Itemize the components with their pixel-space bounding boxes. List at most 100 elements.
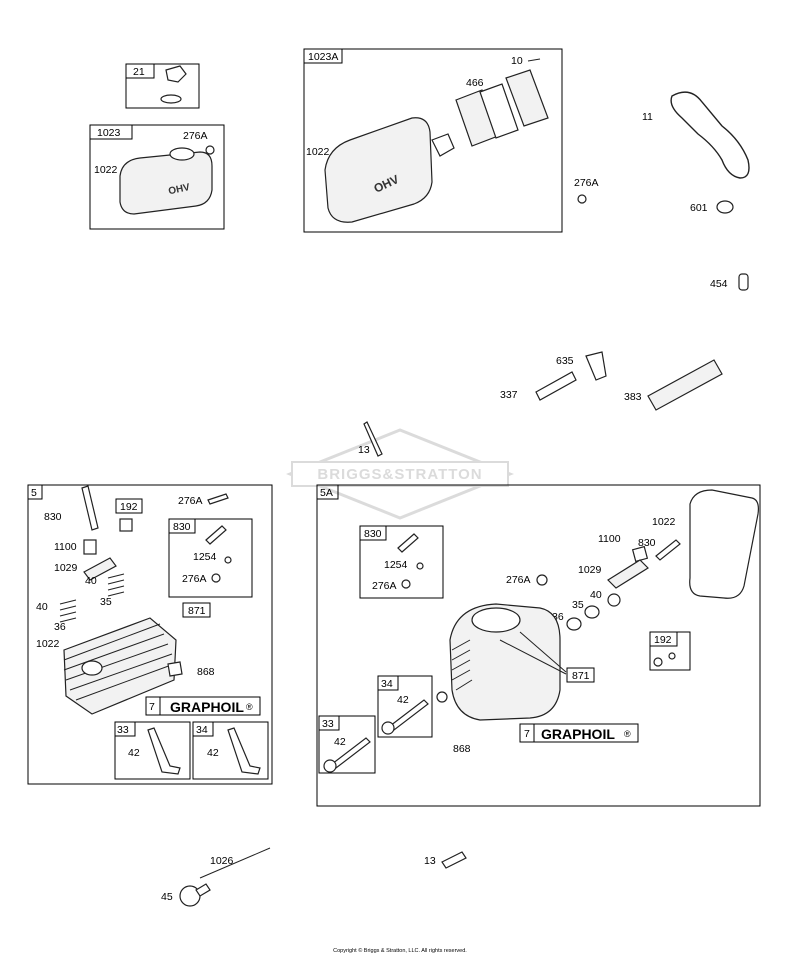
label-1022-c: 1022 [36,638,60,650]
valve-cover-gasket-part [689,489,759,599]
callout-box-1023a: 1023A 10 466 1022 OHV [303,48,563,233]
label-10: 10 [511,55,523,67]
valve-cover-part [119,151,213,215]
label-40-a: 40 [85,575,97,587]
registered-mark-a: ® [246,702,253,712]
label-1029-a: 1029 [54,562,78,574]
callout-1023: 1023 [97,127,121,139]
callout-1023a: 1023A [308,51,338,63]
label-1100-b: 1100 [598,533,621,545]
nut-276a-part [205,145,215,155]
gasket-868-a-part [167,661,183,677]
callout-33-b: 33 [322,718,334,730]
pin-454-part [738,273,749,291]
cap-gasket-part [160,94,182,104]
label-40-c: 40 [590,589,602,601]
cylinder-head-b-part [449,603,561,721]
label-830-b: 830 [638,537,656,549]
brand-watermark: BRIGGS&STRATTON [285,428,515,520]
guide-plate-part [83,539,97,555]
callout-34-b: 34 [381,678,393,690]
cylinder-head-part [63,617,177,715]
callout-830-b: 830 [364,528,382,540]
valve-34-a-part [227,727,261,775]
label-1100-a: 1100 [54,541,77,553]
breather-gasket-466-part [479,83,519,139]
oil-fill-cap-part [165,65,187,83]
label-276a-3: 276A [178,495,203,507]
label-13-a: 13 [358,444,370,456]
label-276a-2: 276A [574,177,599,189]
valve-33-a-part [147,727,181,775]
callout-192-a: 192 [120,501,138,513]
label-383: 383 [624,391,642,403]
callout-box-1023: 1023 1022 276A OHV [89,124,225,230]
callout-box-5a: 5A 830 1254 276A 1022 1100 830 1029 276A… [316,484,761,807]
callout-830-a: 830 [173,521,191,533]
callout-21: 21 [133,66,145,78]
graphoil-a: GRAPHOIL [170,699,244,715]
breather-cover-part [505,69,549,127]
ohv-valve-cover-part [324,117,433,223]
label-337: 337 [500,389,518,401]
label-1022-d: 1022 [652,516,676,528]
label-1254-a: 1254 [193,551,217,563]
label-276a-4: 276A [182,573,207,585]
valve-spring-b-part [59,599,77,623]
label-601: 601 [690,202,708,214]
label-36-b: 36 [552,611,564,623]
breather-bracket-part [431,133,455,157]
callout-33-a: 33 [117,724,129,736]
graphoil-b: GRAPHOIL [541,726,615,742]
label-1254-b: 1254 [384,559,408,571]
part-192-a [119,518,133,532]
label-45: 45 [161,891,173,903]
label-13-b: 13 [424,855,436,867]
watermark-text: BRIGGS&STRATTON [317,466,482,483]
nut-276a-2-part [577,194,587,204]
valve-spring-a-part [107,573,125,597]
label-36-a: 36 [54,621,66,633]
bolt-13-b-part [441,851,467,869]
cover-logo: OHV [167,182,191,197]
callout-7-b: 7 [524,728,530,740]
callout-5a: 5A [320,487,333,499]
callout-7-a: 7 [149,701,155,713]
rocker-arm-b-part [607,559,649,589]
label-42-d: 42 [334,736,346,748]
spark-plug-part [535,371,577,401]
label-1022-b: 1022 [306,146,330,158]
label-454: 454 [710,278,728,290]
label-1029-b: 1029 [578,564,602,576]
callout-871-a: 871 [188,605,206,617]
label-276a-6: 276A [506,574,531,586]
label-868-a: 868 [197,666,215,678]
push-rod-part [199,847,271,879]
rocker-stud-part [81,485,99,531]
label-42-b: 42 [207,747,219,759]
callout-box-5: 5 830 192 276A 1100 830 1254 276A 1029 4… [27,484,273,785]
spark-plug-wrench-part [647,359,723,411]
rocker-arm-part [83,557,117,581]
callout-871-b: 871 [572,670,590,682]
label-466: 466 [466,77,484,89]
callout-34-a: 34 [196,724,208,736]
spark-plug-boot-part [585,351,607,381]
callout-5: 5 [31,487,37,499]
label-42-c: 42 [397,694,409,706]
label-42-a: 42 [128,747,140,759]
label-35-a: 35 [100,596,112,608]
label-276a-1: 276A [183,130,208,142]
label-1022-a: 1022 [94,164,118,176]
callout-192-b: 192 [654,634,672,646]
label-11: 11 [642,111,653,123]
label-35-b: 35 [572,599,584,611]
bolt-13-a-part [363,421,383,457]
label-40-b: 40 [36,601,48,613]
label-1026: 1026 [210,855,234,867]
breather-tube-part [670,91,750,179]
label-276a-5: 276A [372,580,397,592]
registered-mark-b: ® [624,729,631,739]
